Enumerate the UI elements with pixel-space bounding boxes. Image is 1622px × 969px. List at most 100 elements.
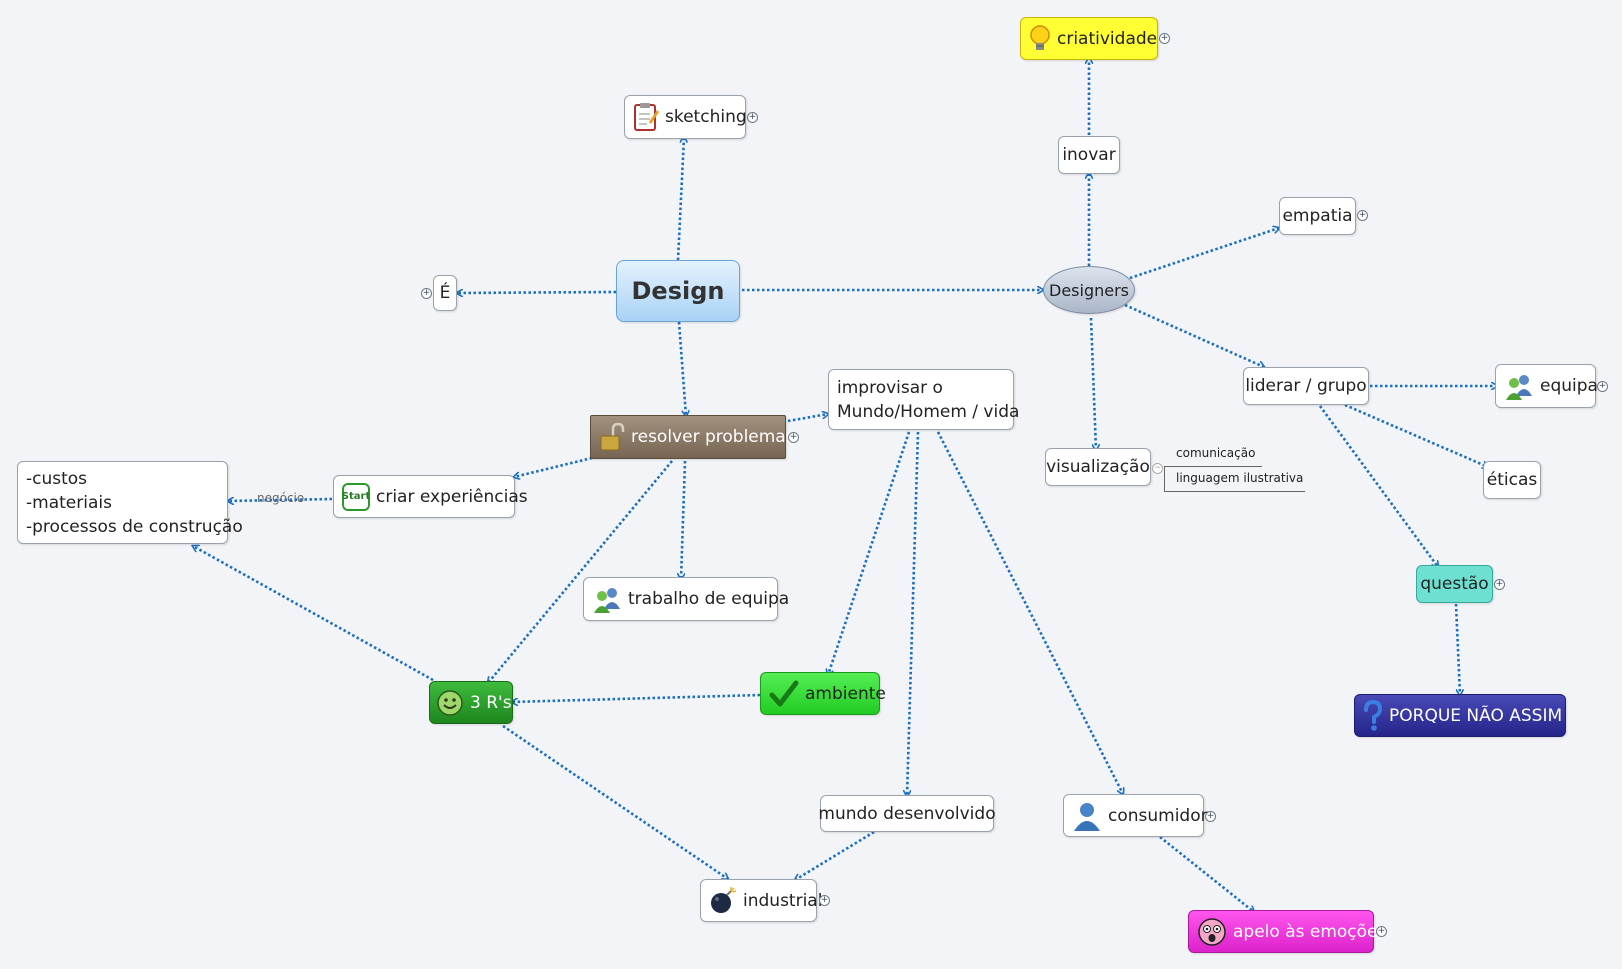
topic-mundo-label: mundo desenvolvido: [818, 803, 996, 824]
link-resolver-trabalho: [681, 460, 687, 579]
link-design-sketching: [676, 137, 684, 261]
topic-empatia[interactable]: empatia: [1279, 197, 1356, 235]
topic-ambiente-label: ambiente: [805, 683, 886, 704]
expand-icon[interactable]: +: [788, 432, 799, 443]
topic-inovar[interactable]: inovar: [1058, 136, 1120, 174]
topic-porque-nao-assim[interactable]: PORQUE NÃO ASSIM: [1354, 694, 1566, 737]
link-liderar-eticas: [1344, 403, 1488, 467]
central-topic-design[interactable]: Design: [616, 260, 740, 322]
link-designers-visualizacao: [1089, 317, 1096, 450]
topic-apelo-as-emocoes[interactable]: apelo às emoções: [1188, 910, 1386, 953]
topic-sketching[interactable]: sketching: [624, 95, 747, 139]
topic-liderar-grupo[interactable]: liderar / grupo: [1243, 367, 1369, 405]
topic-equipa-label: equipa: [1540, 376, 1598, 396]
topic-eticas-label: éticas: [1486, 470, 1538, 490]
topic-inovar-label: inovar: [1062, 145, 1116, 165]
topic-equipa[interactable]: equipa: [1495, 364, 1598, 408]
link-ambiente-3rs: [512, 693, 761, 702]
topic-criar-experiencias[interactable]: Start criar experiências: [333, 475, 528, 518]
link-resolver-improvisar: [787, 414, 828, 423]
topic-sketching-label: sketching: [665, 107, 747, 127]
question-icon: [1364, 699, 1383, 731]
clipboard-icon: [634, 103, 659, 131]
unlock-icon: [600, 422, 625, 451]
expand-icon[interactable]: +: [1597, 381, 1608, 392]
subtopic-underline: [1164, 491, 1305, 492]
topic-liderar-label: liderar / grupo: [1245, 376, 1367, 396]
topic-questao-label: questão: [1420, 574, 1489, 594]
topic-consumidor[interactable]: consumidor: [1063, 794, 1208, 837]
expand-icon[interactable]: +: [1494, 579, 1505, 590]
link-designers-liderar: [1124, 303, 1264, 367]
topic-designers-label: Designers: [1049, 280, 1129, 300]
topic-empatia-label: empatia: [1282, 206, 1353, 226]
users-icon: [1506, 375, 1532, 400]
bomb-icon: [711, 886, 737, 913]
link-mundo-industrial: [795, 830, 875, 880]
user-icon: [1074, 802, 1100, 831]
topic-trabalho-de-equipa[interactable]: trabalho de equipa: [583, 577, 789, 621]
subtopic-underline: [1164, 466, 1262, 467]
topic-industrial-label: industrial: [743, 890, 823, 911]
topic-criar-label: criar experiências: [376, 486, 528, 507]
topic-improvisar-line-2: Mundo/Homem / vida: [837, 401, 1020, 422]
topic-visualizacao-label: visualização: [1046, 457, 1150, 477]
link-consumidor-apelo: [1159, 835, 1254, 912]
topic-visualizacao[interactable]: visualização: [1045, 448, 1151, 486]
topic-e[interactable]: É: [433, 275, 457, 311]
topic-resolver-label: resolver problemas: [631, 427, 795, 447]
topic-criatividade-label: criatividade: [1057, 28, 1158, 49]
subtopic-comunicacao[interactable]: comunicação: [1176, 446, 1256, 460]
topic-e-label: É: [439, 283, 451, 303]
link-improvisar-consumidor: [936, 431, 1123, 794]
lightbulb-icon: [1030, 24, 1050, 50]
link-improvisar-mundo: [907, 431, 920, 796]
topic-improvisar-line-1: improvisar o: [837, 377, 943, 398]
topic-industrial[interactable]: industrial: [700, 879, 822, 922]
users-icon: [594, 588, 620, 613]
smiley-icon: [437, 689, 463, 716]
expand-icon[interactable]: +: [1205, 811, 1216, 822]
central-topic-label: Design: [631, 277, 725, 305]
topic-resolver-problemas[interactable]: resolver problemas: [590, 415, 795, 459]
topic-ambiente[interactable]: ambiente: [760, 672, 886, 715]
shocked-face-icon: [1198, 917, 1226, 946]
topic-porque-label: PORQUE NÃO ASSIM: [1389, 705, 1563, 726]
expand-icon[interactable]: +: [747, 112, 758, 123]
topic-apelo-label: apelo às emoções: [1233, 921, 1387, 942]
topic-custos[interactable]: -custos -materiais -processos de constru…: [17, 461, 243, 544]
expand-icon[interactable]: +: [1376, 926, 1387, 937]
link-designers-empatia: [1129, 228, 1279, 280]
topic-3-rs[interactable]: 3 R's: [429, 681, 513, 724]
link-liderar-questao: [1318, 405, 1438, 567]
topic-designers[interactable]: Designers: [1043, 266, 1135, 314]
topic-custos-line-2: -materiais: [26, 492, 112, 513]
start-icon: Start: [342, 482, 370, 511]
subtopic-connector: [1164, 467, 1165, 491]
expand-icon[interactable]: +: [421, 288, 432, 299]
expand-icon[interactable]: +: [819, 895, 830, 906]
link-3rs-custos: [193, 546, 434, 682]
link-design-resolver: [677, 321, 686, 416]
checkmark-icon: [769, 680, 799, 706]
edge-label-negocio: negócio: [257, 491, 305, 505]
topic-mundo-desenvolvido[interactable]: mundo desenvolvido: [818, 795, 996, 832]
topic-questao[interactable]: questão: [1416, 565, 1493, 603]
topic-trabalho-label: trabalho de equipa: [628, 589, 790, 609]
expand-icon[interactable]: +: [1357, 210, 1368, 221]
link-criar-custos: [228, 499, 333, 501]
link-3rs-industrial: [502, 724, 728, 879]
subtopic-linguagem[interactable]: linguagem ilustrativa: [1176, 471, 1304, 485]
topic-consumidor-label: consumidor: [1108, 805, 1208, 826]
topic-custos-line-3: -processos de construção: [26, 516, 243, 537]
link-questao-porque: [1454, 603, 1460, 695]
topic-criatividade[interactable]: criatividade: [1020, 17, 1158, 60]
collapse-icon[interactable]: −: [1152, 463, 1163, 474]
topic-improvisar[interactable]: improvisar o Mundo/Homem / vida: [828, 369, 1019, 430]
topic-custos-line-1: -custos: [26, 468, 88, 489]
expand-icon[interactable]: +: [1159, 33, 1170, 44]
topic-3-rs-label: 3 R's: [470, 692, 512, 713]
topic-eticas[interactable]: éticas: [1483, 461, 1541, 499]
link-design-e: [457, 292, 617, 293]
